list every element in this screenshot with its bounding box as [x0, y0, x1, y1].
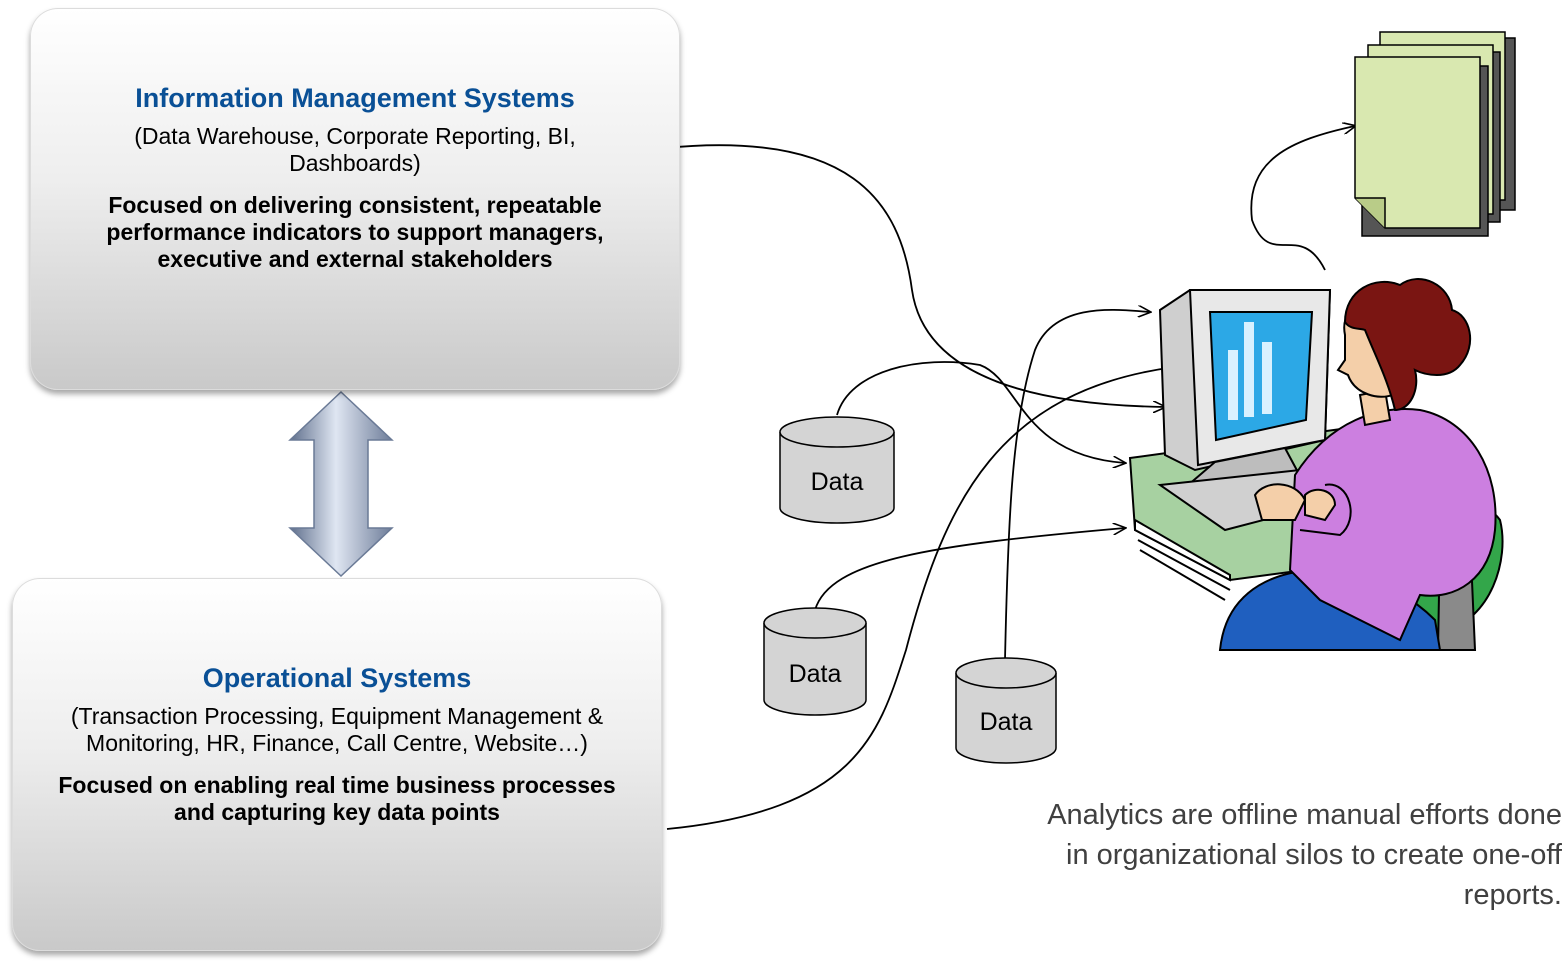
connector-data2-to-computer: [814, 528, 1125, 611]
ops-focus: Focused on enabling real time business p…: [58, 772, 616, 825]
connector-ims-to-computer: [664, 144, 1165, 407]
double-arrow-icon: [288, 390, 394, 578]
connector-user-to-reports: [1250, 126, 1355, 271]
cylinder-icon: [763, 607, 867, 716]
connector-data3-to-computer: [1004, 310, 1150, 661]
ims-title: Information Management Systems: [135, 83, 575, 113]
person-at-computer-icon: [1128, 278, 1504, 651]
data-store-label: Data: [788, 660, 842, 688]
ims-focus: Focused on delivering consistent, repeat…: [106, 192, 604, 272]
connector-data1-to-computer: [836, 361, 1125, 463]
ops-title: Operational Systems: [202, 663, 472, 693]
cylinder-icon: [955, 657, 1057, 764]
cylinder-icon: [779, 416, 895, 524]
data-store-label: Data: [979, 708, 1033, 736]
data-store-label: Data: [810, 468, 864, 496]
ims-box: Information Management Systems (Data War…: [30, 8, 680, 390]
ims-subtitle: (Data Warehouse, Corporate Reporting, BI…: [134, 123, 576, 176]
ops-box: Operational Systems (Transaction Process…: [12, 578, 662, 951]
report-stack-icon: [1354, 31, 1516, 237]
connector-lines: [664, 126, 1355, 830]
ops-subtitle: (Transaction Processing, Equipment Manag…: [70, 703, 604, 756]
caption-text: Analytics are offline manual efforts don…: [1047, 799, 1562, 911]
connector-ops-to-computer: [666, 367, 1175, 830]
